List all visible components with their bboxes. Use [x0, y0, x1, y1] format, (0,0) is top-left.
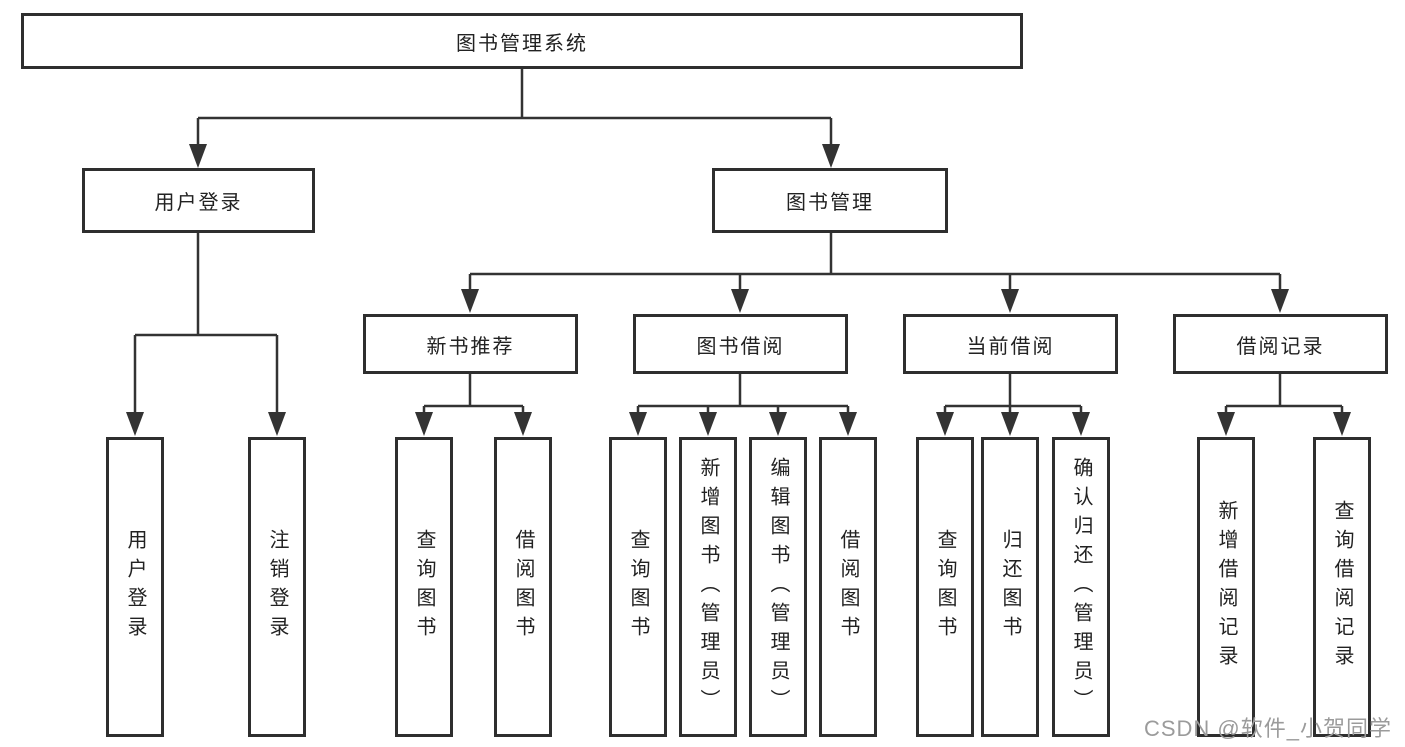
- csdn-watermark: CSDN @软件_小贺同学: [1143, 716, 1392, 741]
- leaf-user-login: 用户登录: [106, 437, 164, 737]
- arrow-down-icon: [731, 289, 749, 313]
- arrow-down-icon: [839, 412, 857, 436]
- arrow-down-icon: [769, 412, 787, 436]
- arrow-down-icon: [629, 412, 647, 436]
- arrow-down-icon: [1333, 412, 1351, 436]
- arrow-down-icon: [822, 144, 840, 168]
- connector-book-borrowing-children: [629, 374, 857, 436]
- connector-current-borrowing-children: [936, 374, 1090, 436]
- arrow-down-icon: [1271, 289, 1289, 313]
- leaf-add-borrow-record: 新增借阅记录: [1197, 437, 1255, 737]
- arrow-down-icon: [415, 412, 433, 436]
- leaf-confirm-return-admin: 确认归还（管理员）: [1052, 437, 1110, 737]
- arrow-down-icon: [699, 412, 717, 436]
- arrow-down-icon: [189, 144, 207, 168]
- connector-root-to-level2: [189, 69, 840, 168]
- leaf-query-books-recommend: 查询图书: [395, 437, 453, 737]
- arrow-down-icon: [461, 289, 479, 313]
- arrow-down-icon: [936, 412, 954, 436]
- arrow-down-icon: [126, 412, 144, 436]
- node-system-root: 图书管理系统: [21, 13, 1023, 69]
- node-current-borrowing: 当前借阅: [903, 314, 1118, 374]
- leaf-query-books-current: 查询图书: [916, 437, 974, 737]
- arrow-down-icon: [1001, 289, 1019, 313]
- leaf-borrow-books-borrowing: 借阅图书: [819, 437, 877, 737]
- node-new-book-recommend: 新书推荐: [363, 314, 578, 374]
- arrow-down-icon: [1217, 412, 1235, 436]
- node-borrowing-records: 借阅记录: [1173, 314, 1388, 374]
- leaf-return-book: 归还图书: [981, 437, 1039, 737]
- arrow-down-icon: [1072, 412, 1090, 436]
- connector-user-login-children: [126, 233, 286, 436]
- arrow-down-icon: [514, 412, 532, 436]
- connector-new-book-recommend-children: [415, 374, 532, 436]
- arrow-down-icon: [268, 412, 286, 436]
- node-user-login: 用户登录: [82, 168, 315, 233]
- node-book-borrowing: 图书借阅: [633, 314, 848, 374]
- leaf-borrow-books-recommend: 借阅图书: [494, 437, 552, 737]
- leaf-add-book-admin: 新增图书（管理员）: [679, 437, 737, 737]
- node-book-management: 图书管理: [712, 168, 948, 233]
- leaf-query-books-borrowing: 查询图书: [609, 437, 667, 737]
- leaf-query-borrow-record: 查询借阅记录: [1313, 437, 1371, 737]
- connector-borrowing-records-children: [1217, 374, 1351, 436]
- leaf-logout: 注销登录: [248, 437, 306, 737]
- connector-book-management-children: [461, 233, 1289, 313]
- arrow-down-icon: [1001, 412, 1019, 436]
- leaf-edit-book-admin: 编辑图书（管理员）: [749, 437, 807, 737]
